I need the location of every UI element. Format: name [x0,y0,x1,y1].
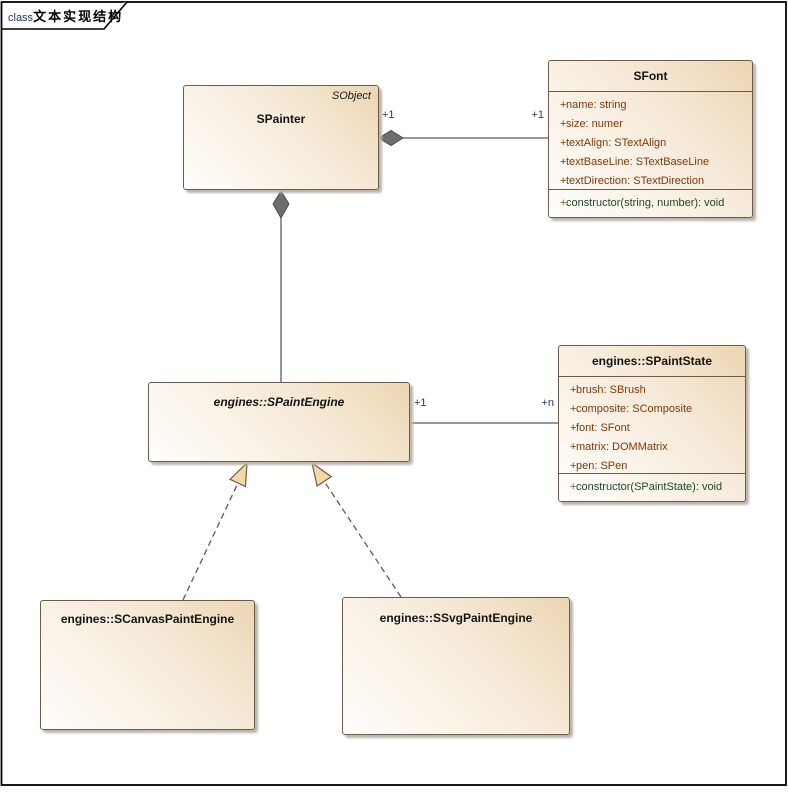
attribute: + brush: SBrush [570,384,646,396]
spainter-stereotype: SObject [331,90,371,102]
multiplicity-engine-state-source: +1 [414,397,427,409]
generalization-triangle-svg [311,461,333,487]
class-scanvaspaintengine[interactable]: engines::SCanvasPaintEngine [40,600,255,730]
sfont-name: SFont [633,69,668,83]
class-ssvgpaintengine[interactable]: engines::SSvgPaintEngine [342,597,570,735]
frame-tab [1,1,128,30]
attribute: + size: numer [560,118,623,130]
frame-title: 文本实现结构 [33,9,124,24]
attribute: + textBaseLine: STextBaseLine [560,156,710,168]
attribute: + pen: SPen [570,460,628,472]
operation: + constructor(SPaintState): void [570,481,723,493]
multiplicity-painter-font-target: +1 [531,109,544,121]
sfont-operations: + constructor(string, number): void [549,189,752,218]
frame-keyword: class [8,12,34,24]
attribute: + textAlign: STextAlign [560,137,667,149]
attribute: + matrix: DOMMatrix [570,441,668,453]
generalization-svg-line [323,480,402,598]
attribute: + font: SFont [570,422,630,434]
composition-diamond-painter-font [378,129,404,147]
spaintstate-name: engines::SPaintState [591,354,713,368]
class-spaintengine[interactable]: engines::SPaintEngine [148,382,410,462]
generalization-triangle-canvas [228,461,248,488]
spaintengine-name: engines::SPaintEngine [213,395,345,409]
attribute: + composite: SComposite [570,403,693,415]
generalization-canvas-line [182,482,239,601]
scanvaspaintengine-name: engines::SCanvasPaintEngine [60,612,235,626]
sfont-attributes: + name: string + size: numer + textAlign… [549,91,752,189]
spainter-name: SPainter [256,112,306,126]
class-sfont[interactable]: SFont + name: string + size: numer + tex… [548,60,753,218]
attribute: + name: string [560,99,627,111]
spaintstate-attributes: + brush: SBrush + composite: SComposite … [559,376,745,473]
operation: + constructor(string, number): void [560,197,725,209]
multiplicity-painter-font-source: +1 [382,109,395,121]
ssvgpaintengine-name: engines::SSvgPaintEngine [379,611,533,625]
composition-diamond-painter-engine [272,190,290,220]
class-spaintstate[interactable]: engines::SPaintState + brush: SBrush + c… [558,345,746,502]
spaintstate-operations: + constructor(SPaintState): void [559,473,745,502]
frame-tab-label: class文本实现结构 [8,6,123,26]
class-spainter[interactable]: SObject SPainter [183,85,379,190]
multiplicity-engine-state-target: +n [541,397,554,409]
attribute: + textDirection: STextDirection [560,175,705,187]
